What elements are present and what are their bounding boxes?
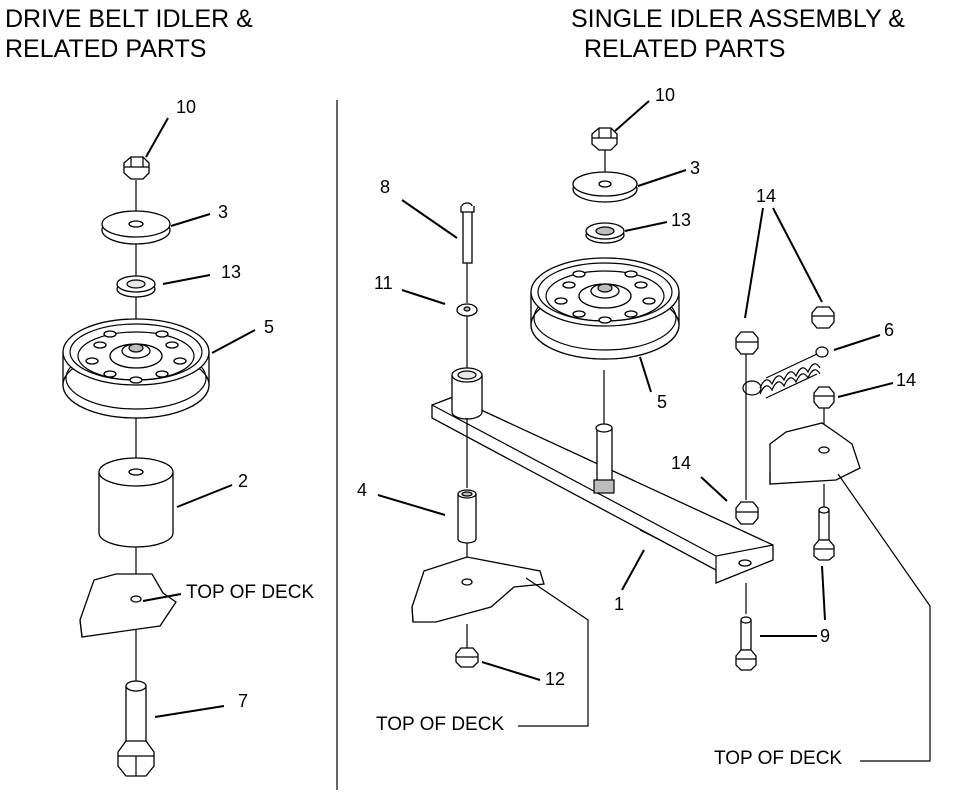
right-callout-11: 11 — [374, 273, 393, 293]
right-callout-8: 8 — [380, 177, 390, 197]
right-nut-14-top — [811, 306, 835, 329]
right-callout-13: 13 — [671, 210, 691, 230]
right-callout-14a: 14 — [756, 186, 776, 206]
right-callout-10: 10 — [655, 85, 675, 105]
right-leader-9-upper — [821, 565, 826, 621]
right-leader-6 — [833, 334, 881, 351]
left-callout-2: 2 — [238, 471, 248, 491]
right-assembly: 10 3 13 8 11 5 14 6 14 14 4 1 9 12 TOP O… — [357, 85, 931, 769]
right-nut-14-middle — [813, 386, 835, 409]
right-leader-3 — [637, 169, 687, 187]
left-callout-7: 7 — [238, 691, 248, 711]
right-deck-label-right: TOP OF DECK — [714, 748, 842, 769]
left-callout-10: 10 — [176, 97, 196, 117]
left-callout-13: 13 — [221, 262, 241, 282]
right-deck-plate-right — [769, 422, 861, 485]
right-nut-14-arm — [735, 501, 759, 525]
left-leader-2 — [176, 484, 233, 508]
left-leader-10 — [145, 117, 169, 158]
right-flat-washer — [585, 222, 625, 244]
left-cup-washer — [101, 210, 171, 245]
right-leader-13 — [624, 221, 668, 232]
right-cup-washer — [572, 171, 638, 203]
right-title-line2: RELATED PARTS — [584, 35, 785, 63]
right-washer-11 — [456, 303, 478, 317]
left-spacer — [98, 457, 174, 548]
right-leader-12 — [481, 661, 541, 681]
left-pulley — [62, 318, 210, 419]
right-leader-14b — [837, 382, 894, 398]
right-callout-3: 3 — [690, 158, 700, 178]
right-bushing — [457, 489, 477, 544]
right-arm-boss — [451, 367, 483, 420]
right-leader-14a-left — [744, 207, 764, 319]
left-callout-5: 5 — [264, 317, 274, 337]
left-bolt — [117, 680, 155, 777]
right-bolt-9-lower — [735, 616, 757, 671]
left-title-line2: RELATED PARTS — [5, 35, 206, 63]
left-leader-7 — [154, 705, 225, 718]
right-leader-10 — [614, 100, 650, 132]
right-leader-14a-right — [772, 207, 823, 303]
right-callout-12: 12 — [545, 669, 565, 689]
right-leader-5 — [639, 356, 652, 393]
left-hex-nut — [123, 156, 150, 180]
left-flat-washer — [116, 275, 156, 298]
left-callout-3: 3 — [218, 202, 228, 222]
right-deck-plate-left — [411, 556, 545, 623]
right-leader-1 — [621, 549, 645, 591]
right-leader-8 — [401, 199, 458, 239]
right-leader-14c — [700, 476, 728, 502]
right-leader-deck-right — [837, 473, 931, 762]
right-callout-14b: 14 — [896, 370, 916, 390]
left-deck-plate — [79, 573, 177, 638]
right-callout-5: 5 — [657, 392, 667, 412]
right-pulley — [530, 257, 680, 360]
left-leader-3 — [170, 213, 211, 227]
right-callout-4: 4 — [357, 480, 367, 500]
right-bolt-9-right — [813, 506, 835, 561]
right-bolt-8 — [460, 202, 475, 264]
right-callout-9: 9 — [820, 626, 830, 646]
right-callout-14c: 14 — [671, 453, 691, 473]
left-leader-5 — [211, 329, 256, 354]
right-pivot-shaft — [593, 423, 615, 494]
left-leader-13 — [162, 274, 211, 285]
right-spring — [742, 346, 829, 399]
right-nut-14-upper — [735, 331, 759, 355]
left-title-line1: DRIVE BELT IDLER & — [5, 5, 253, 33]
right-deck-label-left: TOP OF DECK — [376, 714, 504, 735]
right-hex-nut — [591, 127, 618, 151]
right-leader-11 — [401, 289, 446, 305]
right-callout-6: 6 — [884, 320, 894, 340]
left-leader-deck — [142, 593, 182, 602]
left-assembly: 10 3 13 5 2 TOP OF DECK 7 — [62, 97, 314, 777]
right-title-line1: SINGLE IDLER ASSEMBLY & — [571, 5, 905, 33]
left-deck-label: TOP OF DECK — [186, 582, 314, 603]
right-leader-deck-left — [518, 577, 589, 727]
right-nut-12 — [455, 647, 479, 668]
right-callout-1: 1 — [614, 594, 624, 614]
right-leader-4 — [377, 494, 446, 516]
